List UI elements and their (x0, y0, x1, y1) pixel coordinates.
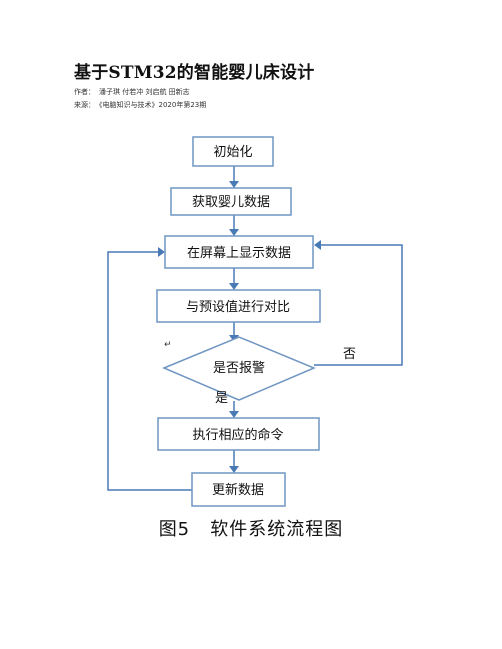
arrowhead-loop-update (158, 247, 165, 257)
author-names: 潘子琪 付若冲 刘启航 田新志 (99, 88, 190, 96)
node-init-label: 初始化 (213, 145, 252, 160)
node-display-label: 在屏幕上显示数据 (187, 246, 291, 261)
author-line: 作者： 潘子琪 付若冲 刘启航 田新志 (74, 87, 190, 97)
node-update (191, 472, 286, 507)
label-yes: 是 (215, 391, 228, 406)
label-no: 否 (343, 347, 356, 362)
node-get-data (170, 187, 292, 216)
source-line: 来源： 《电脑知识与技术》2020年第23期 (74, 100, 206, 110)
figure-caption: 图5 软件系统流程图 (158, 519, 344, 540)
node-decision-label: 是否报警 (213, 360, 265, 376)
arrowhead-update (229, 466, 239, 473)
node-execute-label: 执行相应的命令 (192, 427, 283, 443)
paragraph-return-mark: ↵ (164, 340, 172, 350)
author-label: 作者： (74, 88, 95, 96)
arrowhead-loop-no (314, 240, 321, 250)
node-decision (162, 336, 316, 401)
node-get-data-label: 获取婴儿数据 (192, 195, 270, 210)
node-compare (156, 289, 321, 323)
node-execute (157, 417, 320, 451)
document-title: 基于STM32的智能婴儿床设计 (74, 63, 315, 83)
source-label: 来源： (74, 101, 95, 109)
node-init (192, 136, 274, 167)
source-text: 《电脑知识与技术》2020年第23期 (99, 101, 207, 109)
arrowhead-execute (229, 411, 239, 418)
node-compare-label: 与预设值进行对比 (186, 299, 290, 315)
loop-update-to-display (107, 251, 192, 491)
arrowhead-get-data (229, 181, 239, 188)
node-display (164, 235, 314, 269)
arrowhead-display (229, 229, 239, 236)
node-update-label: 更新数据 (212, 482, 264, 498)
arrowhead-compare (229, 283, 239, 290)
loop-no-to-display (314, 244, 403, 366)
